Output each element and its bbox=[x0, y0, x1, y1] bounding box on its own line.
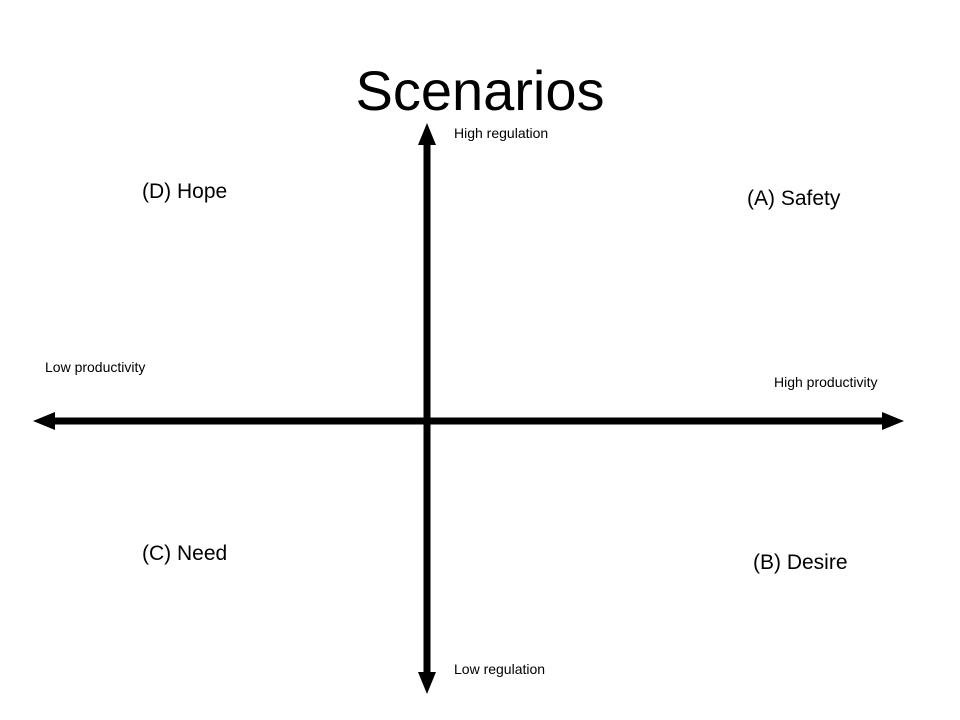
vertical-axis-arrow-down bbox=[418, 672, 436, 694]
axis-label-low-regulation: Low regulation bbox=[454, 661, 546, 677]
quadrant-label-safety: (A) Safety bbox=[747, 187, 841, 210]
horizontal-axis-arrow-right bbox=[882, 412, 904, 430]
quadrant-label-need: (C) Need bbox=[142, 542, 228, 565]
slide-title: Scenarios bbox=[355, 59, 605, 122]
axis-label-high-regulation: High regulation bbox=[454, 125, 549, 141]
axis-label-low-productivity: Low productivity bbox=[45, 359, 146, 375]
quadrant-label-desire: (B) Desire bbox=[753, 551, 848, 574]
vertical-axis-arrow-up bbox=[418, 123, 436, 145]
quadrant-label-hope: (D) Hope bbox=[142, 180, 228, 203]
axis-label-high-productivity: High productivity bbox=[774, 374, 878, 390]
horizontal-axis-arrow-left bbox=[33, 412, 55, 430]
